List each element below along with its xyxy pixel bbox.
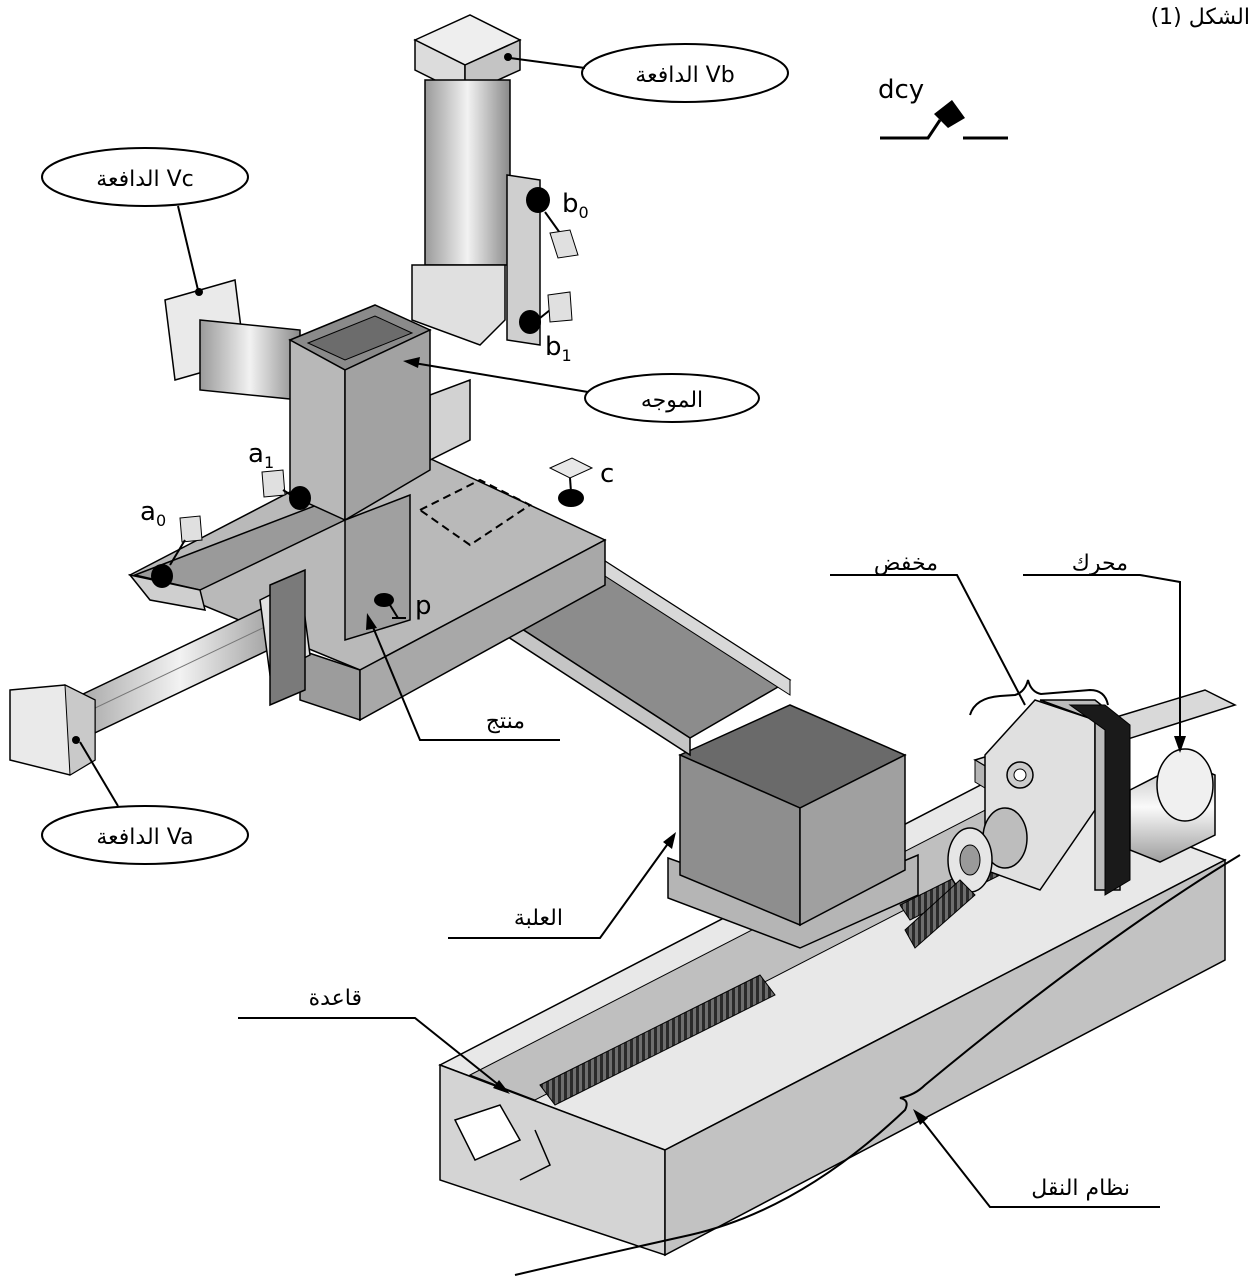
svg-text:منتج: منتج	[486, 709, 525, 734]
sensor-p: p	[374, 591, 432, 621]
sensor-c: c	[548, 457, 614, 507]
callout-motor: محرك	[1023, 551, 1186, 753]
svg-text:الموجه: الموجه	[641, 388, 703, 413]
sensor-b0: b0	[526, 187, 589, 259]
sensor-a1: a1	[248, 439, 311, 510]
svg-text:الدافعة Vc: الدافعة Vc	[96, 167, 194, 192]
start-button-symbol: dcy	[878, 75, 1008, 140]
svg-text:قاعدة: قاعدة	[309, 986, 362, 1011]
svg-text:العلبة: العلبة	[514, 906, 563, 931]
cylinder-vc	[164, 279, 471, 462]
svg-text:مخفض: مخفض	[874, 551, 938, 576]
sensor-b1-label: b1	[545, 332, 572, 365]
figure-caption: الشكل (1)	[1151, 5, 1250, 30]
sensor-c-label: c	[600, 459, 614, 489]
callout-transport: نظام النقل	[514, 854, 1241, 1276]
callout-base: قاعدة	[238, 986, 510, 1094]
start-button-label: dcy	[878, 75, 924, 105]
svg-text:الدافعة Vb: الدافعة Vb	[635, 63, 734, 88]
sensor-a1-label: a1	[248, 439, 274, 472]
svg-text:محرك: محرك	[1072, 551, 1128, 576]
motor	[1129, 748, 1216, 863]
callout-va: الدافعة Va	[41, 741, 249, 865]
reducer	[947, 699, 1131, 896]
sensor-a0: a0	[140, 497, 203, 588]
callout-vc: الدافعة Vc	[41, 147, 249, 291]
lead-screw	[904, 879, 976, 949]
callout-reducer: مخفض	[830, 551, 1109, 716]
guide	[288, 304, 432, 642]
callout-guide: الموجه	[403, 357, 760, 423]
cylinder-va	[9, 568, 311, 776]
callout-product: منتج	[366, 613, 560, 741]
product	[344, 493, 411, 642]
cylinder-vb	[411, 14, 541, 346]
sensor-b0-label: b0	[562, 189, 589, 222]
target-area-dashed	[418, 478, 532, 547]
callout-box: العلبة	[448, 832, 676, 939]
box	[667, 704, 919, 949]
svg-text:الدافعة Va: الدافعة Va	[96, 825, 193, 850]
sensor-p-label: p	[415, 591, 432, 621]
svg-text:نظام النقل: نظام النقل	[1031, 1176, 1130, 1201]
callout-vb: الدافعة Vb	[509, 43, 789, 103]
sensor-b1: b1	[519, 291, 573, 365]
sensor-a0-label: a0	[140, 497, 166, 530]
